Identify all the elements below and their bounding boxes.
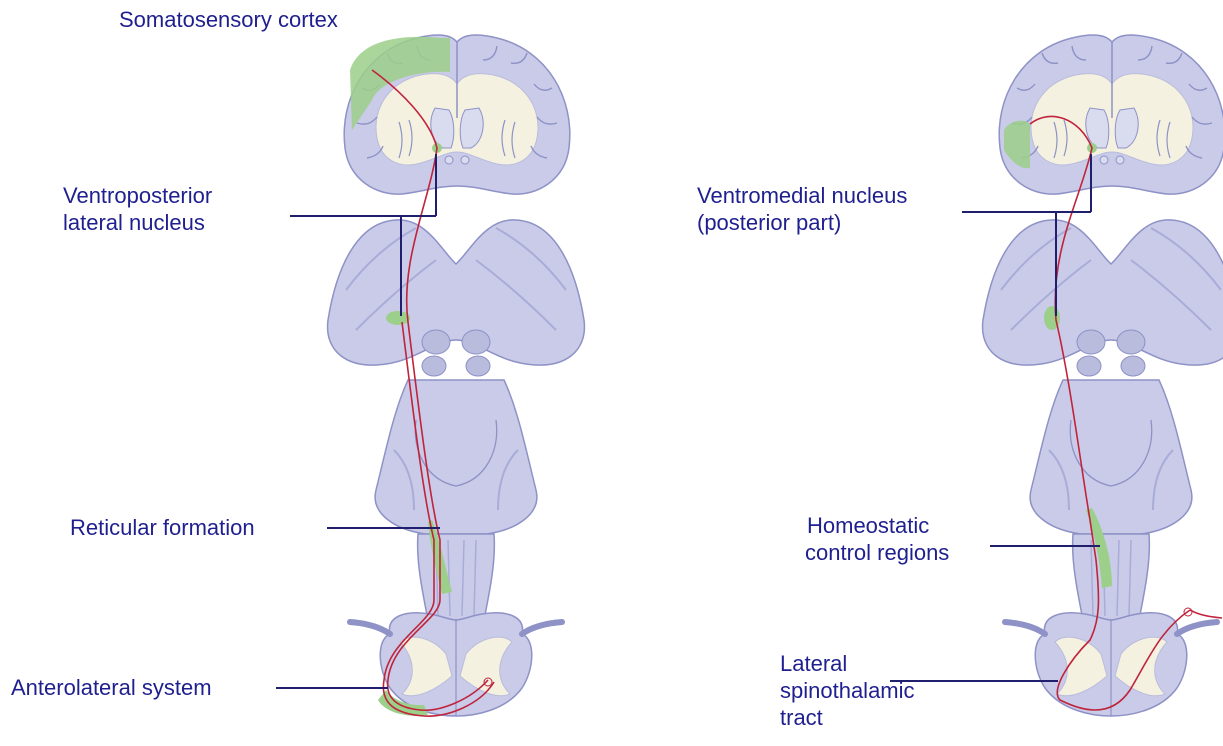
label-homeo-line1: Homeostatic <box>805 512 949 539</box>
label-lst-line3: tract <box>780 704 915 731</box>
label-vm-line1: Ventromedial nucleus <box>697 182 907 209</box>
label-ventroposterior-lateral-nucleus: Ventroposterior lateral nucleus <box>63 182 212 236</box>
label-anterolateral-system: Anterolateral system <box>11 674 212 701</box>
right-spinal-cord <box>1005 613 1217 716</box>
label-homeostatic-control-regions: Homeostatic control regions <box>805 512 949 566</box>
label-vpl-line1: Ventroposterior <box>63 182 212 209</box>
label-lateral-spinothalamic-tract: Lateral spinothalamic tract <box>780 650 915 731</box>
left-panel <box>276 35 584 716</box>
label-ventromedial-nucleus: Ventromedial nucleus (posterior part) <box>697 182 907 236</box>
right-brain-section <box>999 35 1223 194</box>
right-panel <box>890 35 1223 716</box>
label-lst-line1: Lateral <box>780 650 915 677</box>
label-lst-line2: spinothalamic <box>780 677 915 704</box>
label-vpl-line2: lateral nucleus <box>63 209 212 236</box>
label-homeo-line2: control regions <box>805 539 949 566</box>
left-brainstem <box>328 220 585 620</box>
label-somatosensory-cortex: Somatosensory cortex <box>119 6 338 33</box>
label-reticular-formation: Reticular formation <box>70 514 255 541</box>
right-fiber-entry <box>1190 610 1222 618</box>
label-vm-line2: (posterior part) <box>697 209 907 236</box>
